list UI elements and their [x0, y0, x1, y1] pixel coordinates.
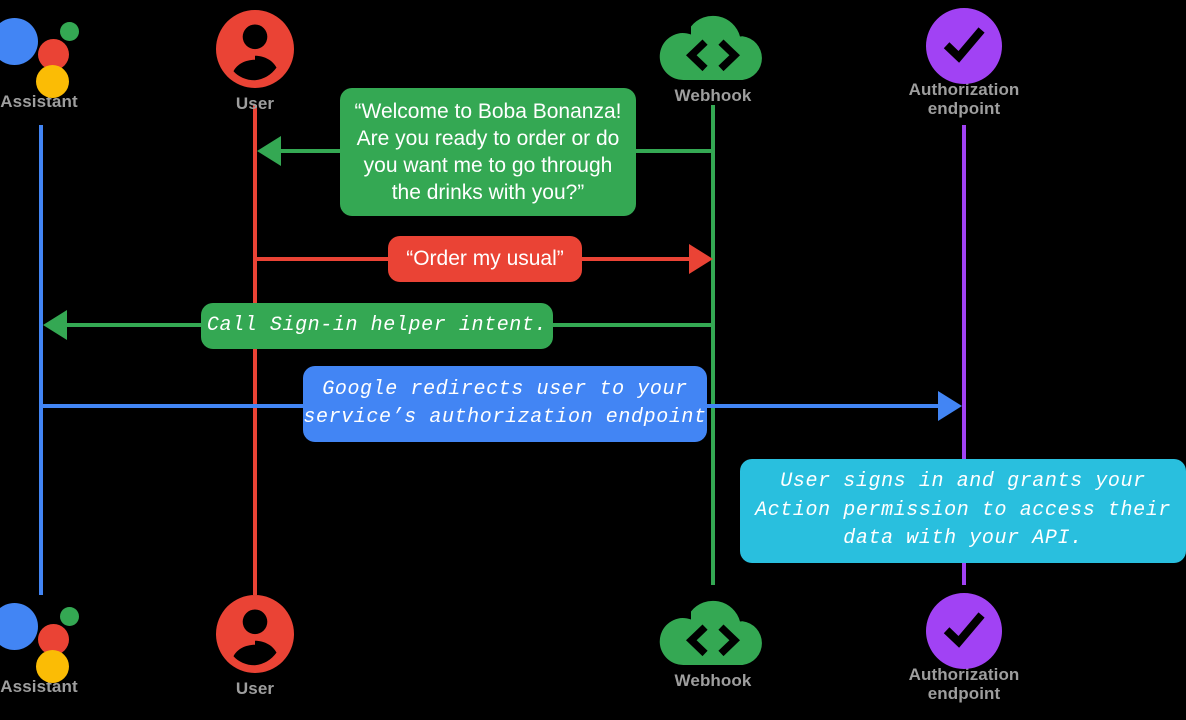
message-bubble-signin: Call Sign-in helper intent. — [201, 303, 553, 349]
actor-label-authorization-bottom: Authorization endpoint — [864, 665, 1064, 703]
actor-webhook-bottom: Webhook — [613, 593, 813, 690]
user-avatar-icon — [216, 10, 294, 88]
message-welcome-line-2: Are you ready to order or do — [356, 126, 620, 150]
assistant-dot-red — [38, 624, 69, 655]
actor-label-user: User — [235, 94, 275, 113]
message-bubble-order: “Order my usual” — [388, 236, 582, 282]
message-welcome-line-3: you want me to go through — [363, 154, 613, 177]
actor-user-bottom: User — [155, 593, 355, 698]
arrow-head-welcome — [257, 136, 281, 166]
actor-label-user-bottom: User — [235, 679, 275, 698]
check-circle-icon-bottom — [926, 593, 1002, 669]
arrow-head-order — [689, 244, 713, 274]
message-redirect-line-2: service’s authorization endpoint — [303, 406, 707, 429]
google-assistant-icon-bottom — [0, 593, 89, 683]
actor-authorization-bottom: Authorization endpoint — [864, 593, 1064, 703]
message-signs-in-line-3: data with your API. — [843, 527, 1083, 551]
lifeline-webhook — [711, 105, 715, 585]
arrow-head-signin — [43, 310, 67, 340]
actor-authorization-top: Authorization endpoint — [864, 8, 1064, 118]
assistant-dot-yellow — [36, 650, 69, 683]
lifeline-user — [253, 105, 257, 595]
actor-assistant-bottom: Assistant — [0, 593, 139, 696]
actor-label-authorization-bottom-line1: Authorization — [908, 665, 1020, 684]
actor-label-authorization-bottom-line2: endpoint — [927, 684, 1001, 704]
actor-user-top: User — [155, 8, 355, 113]
assistant-dot-green — [60, 607, 79, 626]
google-assistant-icon — [0, 8, 89, 98]
lifeline-assistant — [39, 125, 43, 595]
actor-assistant-top: Assistant — [0, 8, 139, 111]
actor-label-authorization-line2: endpoint — [927, 99, 1001, 119]
message-signs-in-line-1: User signs in and grants your — [780, 470, 1146, 494]
check-circle-icon — [926, 8, 1002, 84]
message-bubble-user-signs-in: User signs in and grants your Action per… — [740, 459, 1186, 563]
message-signs-in-line-2: Action permission to access their — [755, 498, 1171, 522]
actor-label-authorization-line1: Authorization — [908, 80, 1020, 99]
user-avatar-icon-bottom — [216, 595, 294, 673]
message-welcome-line-4: the drinks with you?” — [391, 181, 585, 205]
cloud-code-icon-bottom — [658, 593, 768, 673]
assistant-dot-yellow — [36, 65, 69, 98]
assistant-dot-green — [60, 22, 79, 41]
assistant-dot-red — [38, 39, 69, 70]
actor-label-authorization: Authorization endpoint — [864, 80, 1064, 118]
assistant-dot-blue — [0, 603, 38, 650]
actor-label-webhook: Webhook — [674, 86, 752, 105]
message-bubble-redirect: Google redirects user to your service’s … — [303, 366, 707, 442]
arrow-head-redirect — [938, 391, 962, 421]
actor-label-assistant: Assistant — [0, 92, 78, 111]
message-signin-line-1: Call Sign-in helper intent. — [206, 313, 548, 337]
actor-label-webhook-bottom: Webhook — [674, 671, 752, 690]
message-welcome-line-1: “Welcome to Boba Bonanza! — [354, 99, 622, 123]
message-bubble-welcome: “Welcome to Boba Bonanza! Are you ready … — [340, 88, 636, 216]
actor-webhook-top: Webhook — [613, 8, 813, 105]
message-order-line-1: “Order my usual” — [406, 247, 564, 271]
cloud-code-icon — [658, 8, 768, 88]
lifeline-authorization — [962, 125, 966, 585]
assistant-dot-blue — [0, 18, 38, 65]
actor-label-assistant-bottom: Assistant — [0, 677, 78, 696]
message-redirect-line-1: Google redirects user to your — [322, 377, 688, 401]
